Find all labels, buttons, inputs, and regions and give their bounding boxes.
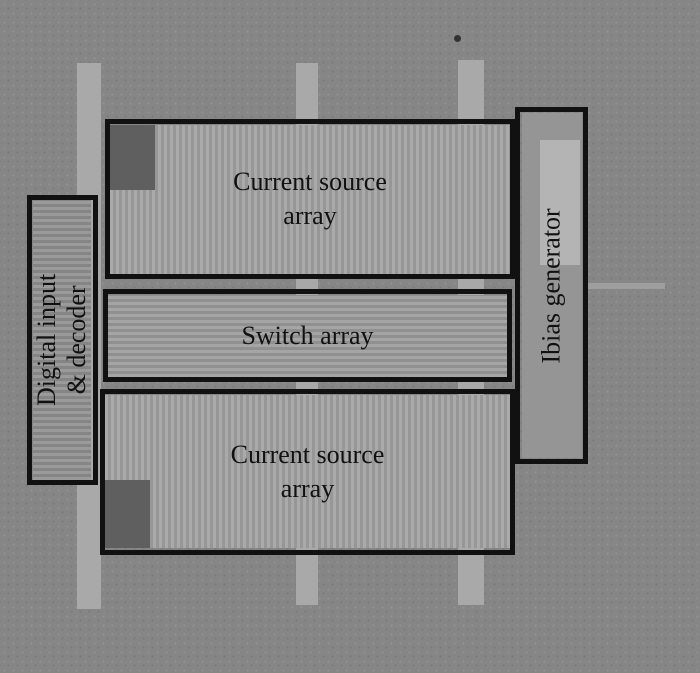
horizontal-trace [585,283,665,289]
current-source-array-bottom: Current source array [100,389,515,555]
switch-array-texture [108,295,510,377]
digital-input-decoder-block: Digital input & decoder [27,195,98,485]
current-source-array-top: Current source array [105,119,515,279]
current-source-top-corner [110,125,155,190]
ibias-generator-label: Ibias generator [536,207,566,364]
ibias-bright-cell [540,140,580,265]
digital-input-decoder-label: Digital input & decoder [32,273,92,407]
switch-array-label: Switch array [241,320,374,350]
dust-speck [454,35,461,42]
ibias-generator-block: Ibias generator [515,107,588,464]
current-source-array-bottom-label: Current source array [230,440,385,503]
current-source-array-top-label: Current source array [233,167,387,230]
digital-texture [33,200,91,480]
current-source-bottom-corner [105,480,150,548]
current-source-top-texture [110,125,510,275]
switch-array-block: Switch array [103,289,512,382]
current-source-bottom-texture [105,395,510,548]
